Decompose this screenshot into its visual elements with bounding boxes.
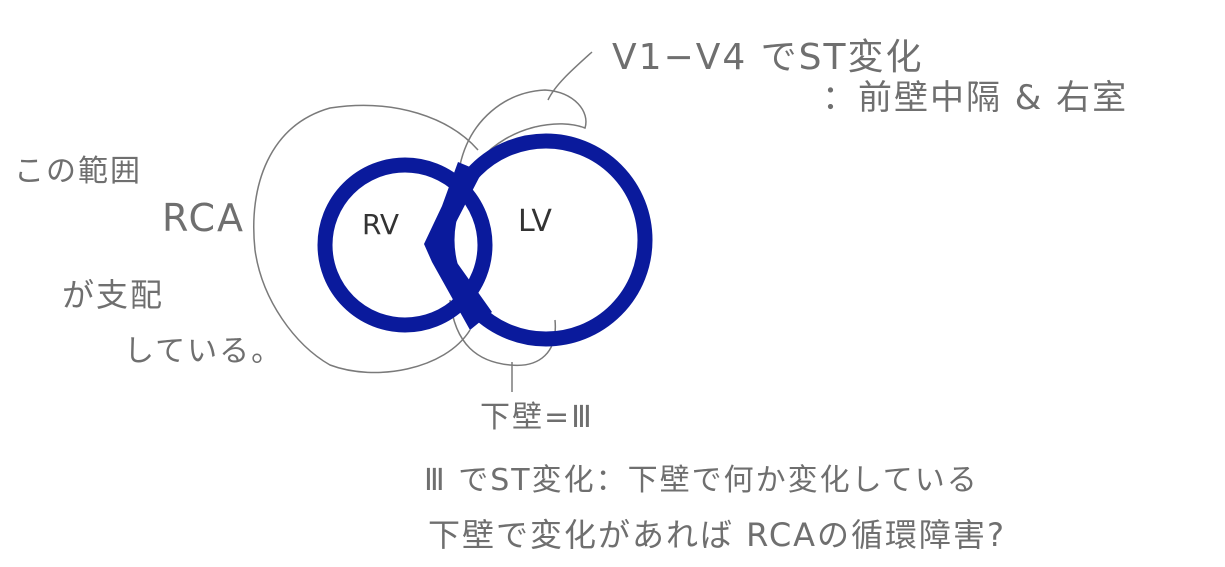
v1-v4-note-line2: ：前壁中隔 & 右室 xyxy=(822,78,1129,118)
rca-note-line2: RCA xyxy=(162,196,246,240)
v1-v4-note-line1: V1−V4 でST変化 xyxy=(612,37,924,78)
rca-territory-outline xyxy=(253,104,479,374)
inferior-note: 下壁=Ⅲ xyxy=(480,400,594,435)
rca-note-line1: この範囲 xyxy=(14,154,142,189)
v1-v4-pointer-line xyxy=(547,51,593,101)
bottom-note-line1: Ⅲ でST変化：下壁で何か変化している xyxy=(424,463,979,498)
rv-ring xyxy=(317,157,493,333)
rca-note-line4: している。 xyxy=(124,334,284,369)
lv-label: LV xyxy=(518,204,552,239)
rca-note-line3: が支配 xyxy=(62,276,165,314)
rv-label: RV xyxy=(362,208,400,241)
bottom-note-line2: 下壁で変化があれば RCAの循環障害? xyxy=(428,516,1007,554)
septum-wall xyxy=(424,162,492,330)
